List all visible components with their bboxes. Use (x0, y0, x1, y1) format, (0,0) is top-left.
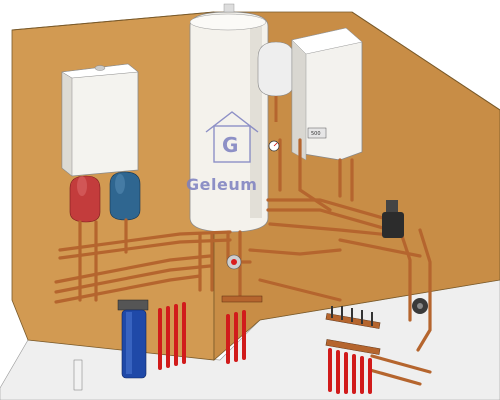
manifold-bar-right-bottom (325, 339, 381, 355)
drain-pipe (73, 359, 83, 391)
control-unit: 500 (291, 27, 363, 161)
watermark-logo-letter: G (222, 133, 238, 157)
expansion-vessel-red (69, 175, 101, 223)
right-pump (412, 298, 428, 314)
underfloor-manifold-left (158, 302, 186, 370)
expansion-vessel-blue (109, 171, 141, 221)
hot-water-tank (189, 3, 269, 233)
watermark-brand: Geleum (186, 175, 257, 194)
wall-boiler (61, 63, 139, 177)
gauge-icon (268, 140, 280, 152)
three-way-valve (382, 200, 404, 238)
control-unit-display: 500 (311, 131, 321, 137)
copper-pipework (54, 138, 432, 386)
circulation-pump (226, 254, 242, 270)
water-filter (117, 299, 149, 379)
underfloor-manifold-center (226, 310, 246, 364)
underfloor-manifold-right (328, 348, 372, 394)
manifold-bar-center (221, 295, 263, 303)
manifold-valves (331, 306, 373, 326)
watermark: G Geleum (186, 111, 259, 194)
